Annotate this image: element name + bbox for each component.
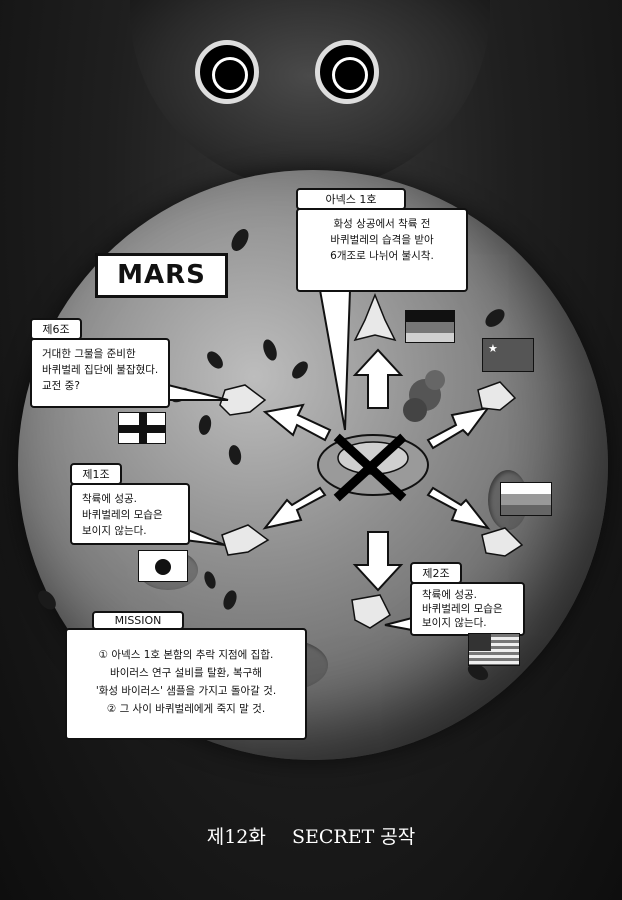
mission-callout: ① 아넥스 1호 본함의 추락 지점에 집합. 바이러스 연구 설비를 탈환, … [65, 628, 307, 740]
mars-title: MARS [95, 253, 228, 298]
team6-line: 거대한 그물을 준비한 [42, 348, 136, 360]
landing-ships [219, 292, 524, 629]
team2-tag: 제2조 [410, 562, 462, 584]
team6-tag: 제6조 [30, 318, 82, 340]
germany-flag [405, 310, 455, 343]
team2-line: 바퀴벌레의 모습은 [422, 603, 503, 615]
cross-mark-icon [333, 433, 407, 502]
team6-flag [118, 412, 166, 444]
ship-team6 [219, 384, 267, 416]
annex-line: 6개조로 나뉘어 불시착. [330, 250, 434, 262]
ship-right-upper [477, 381, 517, 411]
china-flag: ★ [482, 338, 534, 372]
chapter-title: 제12화 SECRET 공작 [0, 822, 622, 849]
russia-flag [500, 482, 552, 516]
team6-line: 바퀴벌레 집단에 불잡혔다. [42, 364, 159, 376]
arrows [262, 348, 491, 592]
arrow-lower-left [262, 486, 327, 530]
ship-top [353, 292, 397, 342]
team2-callout: 착륙에 성공. 바퀴벌레의 모습은 보이지 않는다. [410, 582, 525, 636]
ship-team2 [351, 594, 391, 629]
cockroach-swarm [38, 229, 505, 681]
team1-callout: 착륙에 성공. 바퀴벌레의 모습은 보이지 않는다. [70, 483, 190, 545]
chapter-number: 제12화 [206, 826, 266, 848]
right-eye [315, 40, 379, 104]
mission-line: 바이러스 연구 설비를 탈환, 복구해 [110, 667, 262, 679]
annex-line: 바퀴벌레의 습격을 받아 [330, 234, 434, 246]
mission-line: ② 그 사이 바퀴벌레에게 죽지 말 것. [106, 703, 266, 715]
chapter-name: SECRET 공작 [291, 826, 416, 848]
arrow-up [352, 348, 404, 409]
mission-line: '화성 바이러스' 샘플을 가지고 돌아갈 것. [95, 685, 277, 697]
annex-callout: 화성 상공에서 착륙 전 바퀴벌레의 습격을 받아 6개조로 나뉘어 불시착. [296, 208, 468, 292]
team2-line: 착륙에 성공. [422, 589, 477, 601]
annex-tag: 아넥스 1호 [296, 188, 406, 210]
usa-flag [468, 633, 520, 666]
team1-line: 보이지 않는다. [82, 525, 147, 537]
arrow-upper-right [426, 406, 491, 450]
japan-flag [138, 550, 188, 582]
ship-team1 [221, 524, 270, 556]
arrow-down [352, 531, 404, 592]
left-eye [195, 40, 259, 104]
ship-right-lower [481, 527, 524, 557]
team6-line: 교전 중? [42, 380, 80, 392]
team6-callout: 거대한 그물을 준비한 바퀴벌레 집단에 불잡혔다. 교전 중? [30, 338, 170, 408]
team1-line: 바퀴벌레의 모습은 [82, 509, 163, 521]
team2-line: 보이지 않는다. [422, 617, 487, 629]
arrow-upper-left [262, 403, 332, 442]
annex-line: 화성 상공에서 착륙 전 [333, 218, 431, 230]
team1-tag: 제1조 [70, 463, 122, 485]
mission-line: ① 아넥스 1호 본함의 추락 지점에 집합. [98, 649, 274, 661]
arrow-lower-right [426, 486, 491, 530]
team1-line: 착륙에 성공. [82, 493, 137, 505]
